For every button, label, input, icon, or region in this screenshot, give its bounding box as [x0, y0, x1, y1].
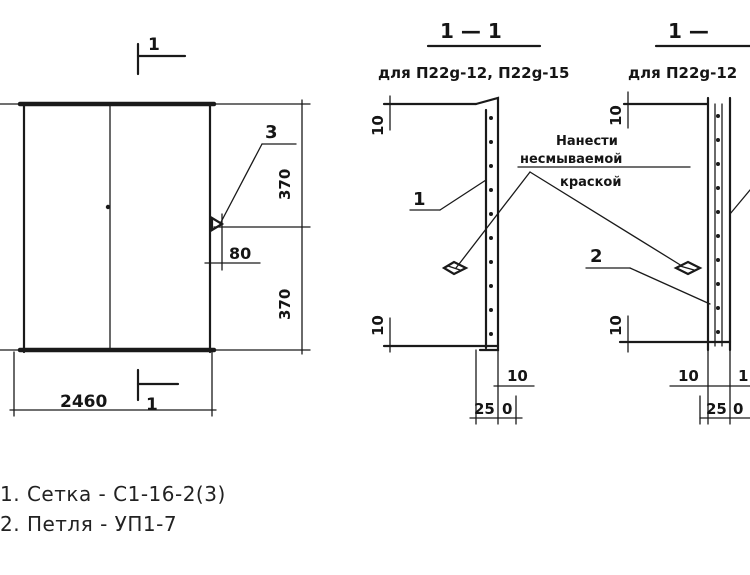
- width-dimension: 2460: [60, 392, 107, 412]
- callout-2: 2: [590, 246, 603, 267]
- paint-marker-a-tick: [447, 265, 461, 271]
- section-b-dim-left: 10: [678, 367, 699, 385]
- section-b-subtitle: для П22g-12: [628, 64, 737, 82]
- section-b-right-leader: [729, 189, 750, 215]
- section-b-rebar: [716, 114, 720, 334]
- callout-3: 3: [265, 122, 278, 143]
- callout-2-leader: [629, 267, 711, 305]
- legend-item-loop: 2. Петля - УП1-7: [0, 512, 178, 536]
- section-b-dim-width-tail: 0: [733, 400, 743, 418]
- section-a: 1 — 1 для П22g-12, П22g-15 10 10 10 25 0: [369, 19, 569, 425]
- section-a-subtitle: для П22g-12, П22g-15: [378, 64, 569, 82]
- note-line-3: краской: [560, 175, 621, 190]
- section-a-dim-width: 25: [474, 400, 495, 418]
- section-b-title: 1 —: [668, 19, 709, 43]
- section-a-dim-width-tail: 0: [502, 400, 512, 418]
- note-line-1: Нанести: [556, 134, 618, 149]
- height-dimension-bottom: 370: [276, 289, 294, 320]
- note-leader-b: [529, 171, 683, 267]
- section-a-panel-outer: [474, 96, 500, 352]
- plan-view: 1 1 2460 370 370 80 3: [0, 35, 311, 417]
- section-a-dim-right: 10: [507, 367, 528, 385]
- loop-marker: [210, 216, 225, 232]
- note-line-2: несмываемой: [520, 152, 622, 167]
- section-a-dim-top: 10: [369, 115, 387, 136]
- section-b-dim-width: 25: [706, 400, 727, 418]
- callout-1: 1: [413, 189, 426, 210]
- note-leader-a: [455, 171, 531, 269]
- height-dimension-top: 370: [276, 169, 294, 200]
- callout-3-leader: [219, 143, 263, 225]
- section-a-rebar: [489, 116, 493, 336]
- section-mark-bottom: 1: [146, 395, 158, 415]
- section-a-title: 1 — 1: [440, 19, 502, 43]
- section-b-dim-right: 1: [738, 367, 748, 385]
- section-b-dim-bottom: 10: [607, 315, 625, 336]
- paint-marker-b: [673, 260, 703, 276]
- offset-dimension: 80: [229, 244, 251, 263]
- callout-1-leader: [439, 179, 487, 211]
- paint-marker-b-tick: [679, 265, 695, 271]
- section-mark-top: 1: [148, 35, 160, 55]
- section-b-dim-top: 10: [607, 105, 625, 126]
- paint-marker-a: [441, 260, 469, 276]
- section-a-dim-bottom: 10: [369, 315, 387, 336]
- section-b: 1 — для П22g-12 10 10 10 1 25 0: [585, 19, 750, 425]
- legend-item-mesh: 1. Сетка - С1-16-2(3): [0, 482, 226, 506]
- paint-note: Нанести несмываемой краской: [455, 134, 691, 269]
- center-mark: [105, 204, 111, 210]
